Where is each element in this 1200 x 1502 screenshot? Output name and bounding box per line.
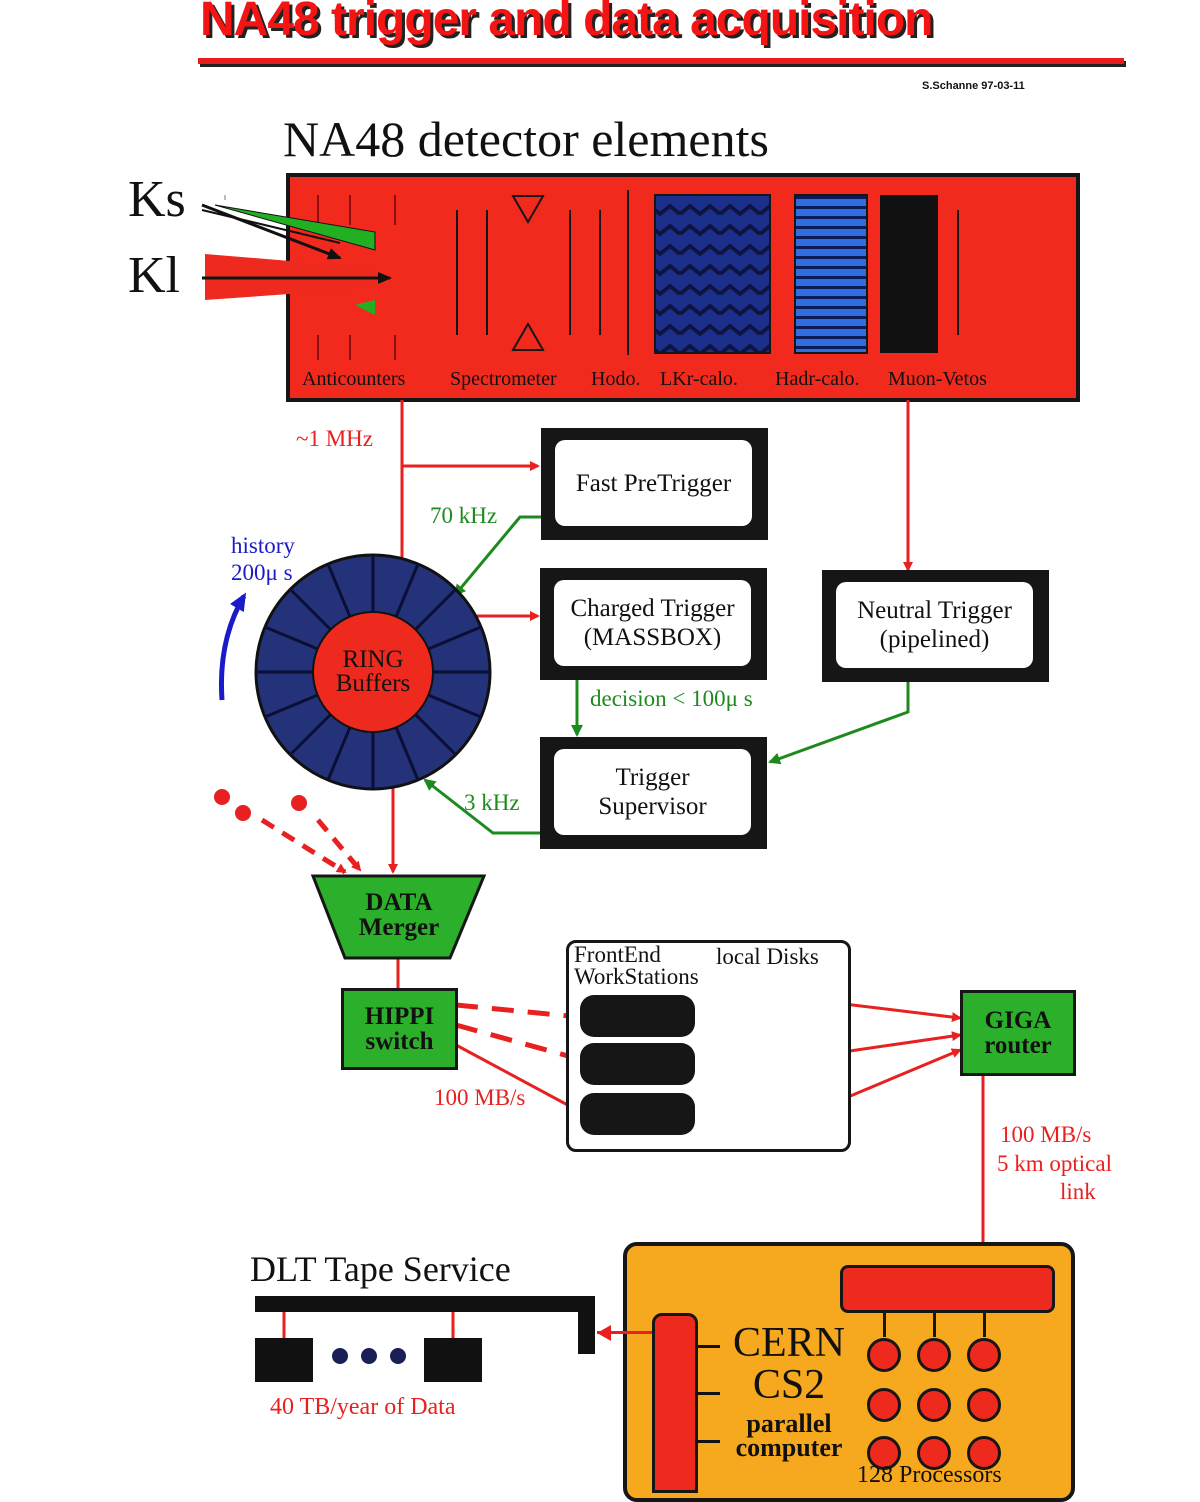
decision-time: decision < 100μ s: [590, 686, 753, 711]
hippi-rate: 100 MB/s: [434, 1085, 526, 1110]
label-lkr-calo: LKr-calo.: [660, 368, 738, 390]
arrow-left-icon: [597, 1325, 611, 1341]
processor-node: [917, 1436, 951, 1470]
giga-label-1: GIGA: [984, 1007, 1052, 1034]
ks-label: Ks: [128, 171, 186, 228]
processors-label: 128 Processors: [857, 1462, 1002, 1488]
title-underline: [198, 58, 1124, 64]
charged-trigger-box: Charged Trigger (MASSBOX): [540, 568, 767, 680]
giga-label-2: router: [984, 1032, 1052, 1059]
processor-grid: [862, 1313, 1012, 1483]
link-desc-2: link: [1060, 1179, 1096, 1204]
frontend-label-1: FrontEnd: [574, 942, 661, 967]
giga-router: GIGA router: [960, 990, 1076, 1076]
pipelined-label: (pipelined): [879, 626, 990, 653]
hippi-label-2: switch: [365, 1028, 434, 1055]
ring-label-2: Buffers: [335, 670, 411, 697]
supervisor-label-1: Trigger: [615, 764, 690, 791]
data-merger-label-1: DATA: [365, 889, 433, 916]
charged-trigger-label: Charged Trigger: [570, 595, 735, 622]
data-merger-label: DATA Merger: [335, 890, 463, 940]
workstation-3: [580, 1093, 695, 1135]
link-desc-1: 5 km optical: [997, 1151, 1112, 1176]
label-anticounters: Anticounters: [302, 368, 406, 390]
label-spectrometer: Spectrometer: [450, 368, 557, 390]
history-label: history 200μ s: [231, 532, 295, 586]
label-hadr-calo: Hadr-calo.: [775, 368, 860, 390]
detector-block: [286, 173, 1080, 402]
detector-heading: NA48 detector elements: [283, 111, 769, 167]
fast-pretrigger-box: Fast PreTrigger: [541, 428, 768, 540]
ring-label-1: RING: [342, 646, 404, 673]
processor-node: [867, 1338, 901, 1372]
author-date: S.Schanne 97-03-11: [922, 80, 1025, 92]
rate-1mhz: ~1 MHz: [296, 426, 373, 451]
cs2-tick-3: [698, 1440, 720, 1443]
data-merger-label-2: Merger: [358, 914, 440, 941]
hippi-switch: HIPPI switch: [341, 988, 458, 1070]
neutral-trigger-label: Neutral Trigger: [857, 597, 1012, 624]
massbox-label: (MASSBOX): [583, 624, 722, 651]
frontend-label: FrontEnd WorkStations: [574, 942, 699, 989]
processor-riser: [983, 1313, 986, 1337]
processor-node: [967, 1436, 1001, 1470]
fast-pretrigger-label: Fast PreTrigger: [575, 469, 732, 497]
processor-node: [917, 1388, 951, 1422]
cs2-network-bar: [840, 1265, 1055, 1313]
processor-node: [967, 1388, 1001, 1422]
cern-label-1: CERN: [732, 1320, 845, 1366]
rate-3khz: 3 kHz: [464, 790, 520, 815]
workstation-2: [580, 1043, 695, 1085]
processor-riser: [933, 1313, 936, 1337]
page-title: NA48 trigger and data acquisition: [200, 0, 933, 46]
workstation-1: [580, 995, 695, 1037]
ks-beam: [214, 204, 376, 251]
cs2-to-dlt-link: [597, 1331, 652, 1334]
dlt-bus: [255, 1296, 595, 1382]
processor-node: [867, 1388, 901, 1422]
cs2-tick-1: [698, 1345, 720, 1348]
supervisor-label-2: Supervisor: [598, 793, 707, 820]
neutral-trigger-box: Neutral Trigger (pipelined): [822, 570, 1049, 682]
history-label-2: 200μ s: [231, 560, 293, 585]
ring-label: RING Buffers: [313, 646, 433, 697]
parallel-label: parallel computer: [724, 1409, 854, 1462]
processor-node: [967, 1338, 1001, 1372]
data-merger-shape: [310, 874, 487, 960]
ring-buffer: [254, 553, 492, 791]
parallel-label-1: parallel: [746, 1409, 832, 1438]
label-muon-vetos: Muon-Vetos: [888, 368, 987, 390]
processor-node: [867, 1436, 901, 1470]
cs2-label: CS2: [752, 1362, 826, 1408]
label-hodoscope: Hodo.: [591, 368, 641, 390]
cs2-io-column: [652, 1313, 698, 1493]
rate-70khz: 70 kHz: [430, 503, 498, 528]
local-disks-label: local Disks: [716, 944, 819, 969]
parallel-label-2: computer: [735, 1433, 843, 1462]
cs2-tick-2: [698, 1392, 720, 1395]
frontend-label-2: WorkStations: [574, 964, 699, 989]
processor-node: [917, 1338, 951, 1372]
trigger-supervisor-box: Trigger Supervisor: [540, 737, 767, 849]
hippi-label-1: HIPPI: [364, 1003, 435, 1030]
cern-label: CERN CS2: [724, 1322, 854, 1406]
link-rate: 100 MB/s: [1000, 1122, 1092, 1147]
kl-label: Kl: [128, 247, 180, 304]
dlt-heading: DLT Tape Service: [250, 1249, 511, 1289]
dlt-volume: 40 TB/year of Data: [270, 1394, 456, 1420]
history-label-1: history: [231, 533, 295, 558]
processor-riser: [883, 1313, 886, 1337]
